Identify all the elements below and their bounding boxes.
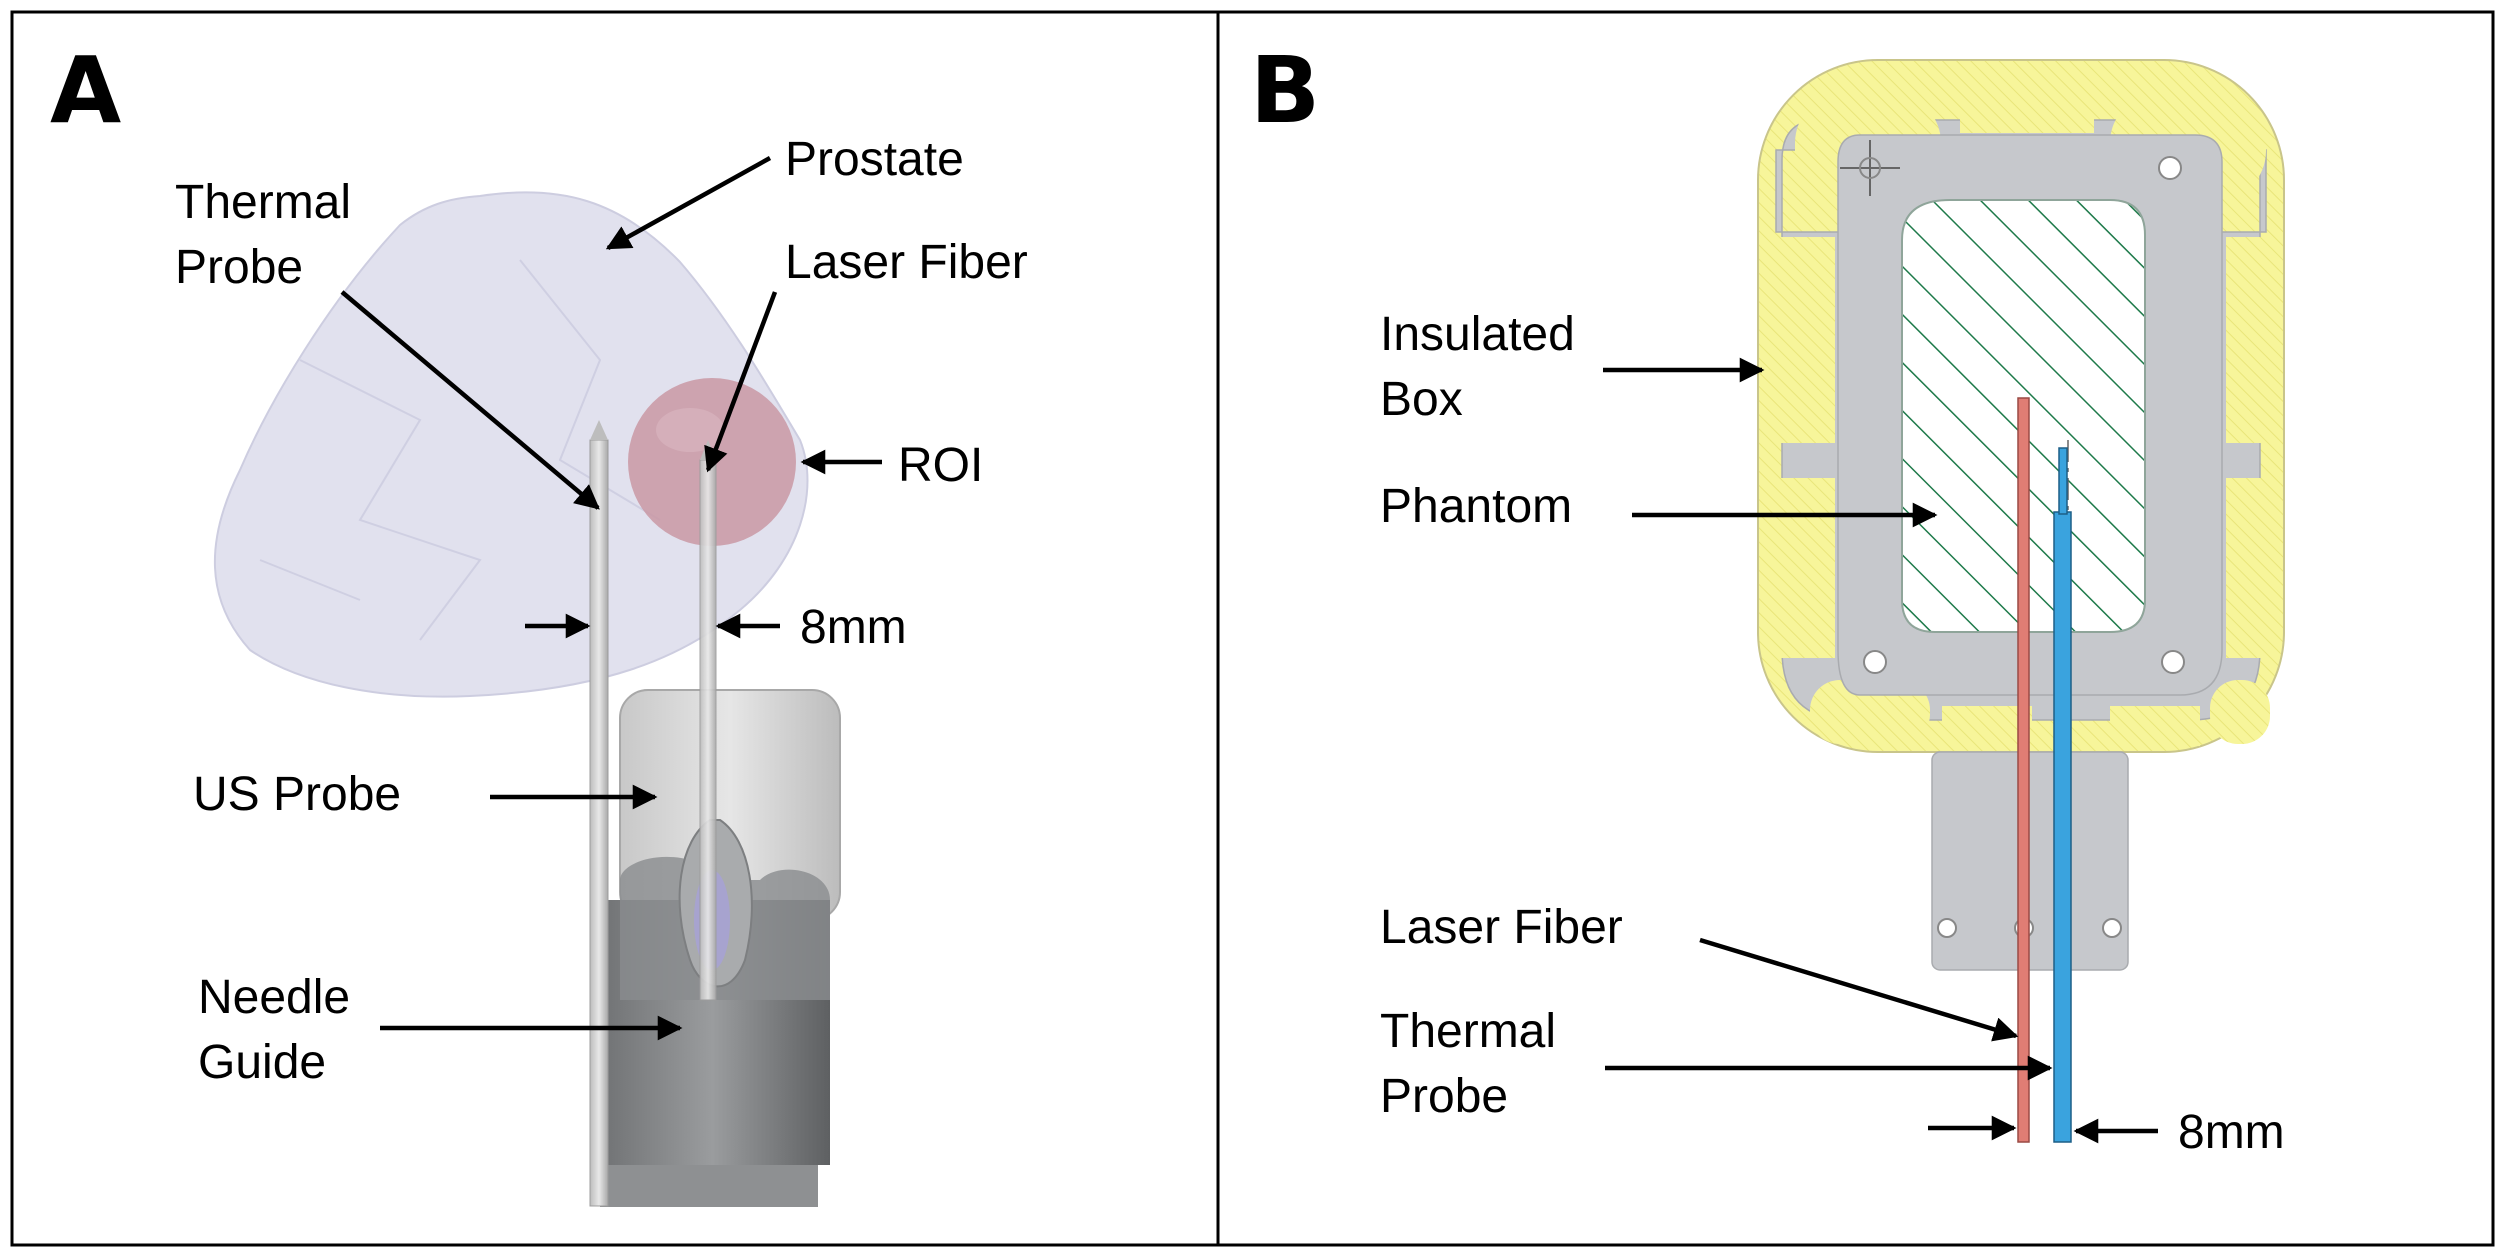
insulation-panel-top xyxy=(1960,93,2094,133)
label-laser-fiber: Laser Fiber xyxy=(785,236,1028,289)
thermal-probe-needle xyxy=(589,439,609,1207)
laser-fiber-b xyxy=(2017,397,2030,1143)
crosshair-mark xyxy=(1840,140,1900,196)
mount-hole-bl xyxy=(1863,650,1887,674)
label-phantom: Phantom xyxy=(1380,480,1572,533)
panel-a-letter: A xyxy=(50,37,121,144)
insulation-panel-left-top xyxy=(1775,237,1835,443)
stem-hole-3 xyxy=(2102,918,2122,938)
label-laser-fiber-b: Laser Fiber xyxy=(1380,901,1623,954)
arrow-laser-fiber xyxy=(704,291,778,473)
prostate-mesh xyxy=(259,259,661,641)
figure-border xyxy=(10,10,2495,1247)
insulation-panel-bl xyxy=(1810,680,1930,744)
panel-a: A Prostate Thermal Probe Laser Fiber ROI xyxy=(50,37,1028,1207)
label-spacing-b: 8mm xyxy=(2178,1106,2285,1159)
label-insulated-box-line2: Box xyxy=(1380,373,1463,426)
label-roi: ROI xyxy=(898,439,983,492)
label-needle-guide-line1: Needle xyxy=(198,971,350,1024)
roi-highlight xyxy=(656,408,724,452)
stem-hole-1 xyxy=(1937,918,1957,938)
arrow-laser-fiber-b xyxy=(1699,937,2019,1042)
arrow-prostate xyxy=(605,156,772,250)
insulation-panel-right-bottom xyxy=(2226,478,2278,658)
label-thermal-probe-b-line2: Probe xyxy=(1380,1070,1508,1123)
mount-hole-br xyxy=(2161,650,2185,674)
label-insulated-box-line1: Insulated xyxy=(1380,308,1575,361)
label-needle-guide-line2: Guide xyxy=(198,1036,326,1089)
label-us-probe: US Probe xyxy=(193,768,401,821)
mount-hole-tr xyxy=(2158,156,2182,180)
us-probe-stem xyxy=(600,1165,818,1207)
prostate-shape xyxy=(213,191,809,698)
insulation-panel-left-bottom xyxy=(1775,478,1835,658)
stem-plate xyxy=(1931,751,2129,971)
laser-fiber-needle xyxy=(699,459,717,1001)
thermal-probe-b xyxy=(2053,511,2072,1143)
label-thermal-probe-line2: Probe xyxy=(175,241,303,294)
thermal-probe-b-tip xyxy=(2058,447,2068,515)
label-spacing-a: 8mm xyxy=(800,601,907,654)
insulation-panel-bottom-left xyxy=(1942,706,2032,746)
thermal-probe-tip xyxy=(590,420,608,440)
insulation-panel-right-top xyxy=(2226,237,2278,443)
arrow-thermal-probe xyxy=(340,290,600,510)
label-thermal-probe-line1: Thermal xyxy=(175,176,351,229)
insulation-panel-bottom-right xyxy=(2110,706,2200,746)
label-thermal-probe-b-line1: Thermal xyxy=(1380,1005,1556,1058)
label-prostate: Prostate xyxy=(785,133,964,186)
panel-b: B xyxy=(1250,37,2285,1159)
insulation-panel-br xyxy=(2210,680,2270,744)
panel-b-letter: B xyxy=(1250,37,1320,144)
